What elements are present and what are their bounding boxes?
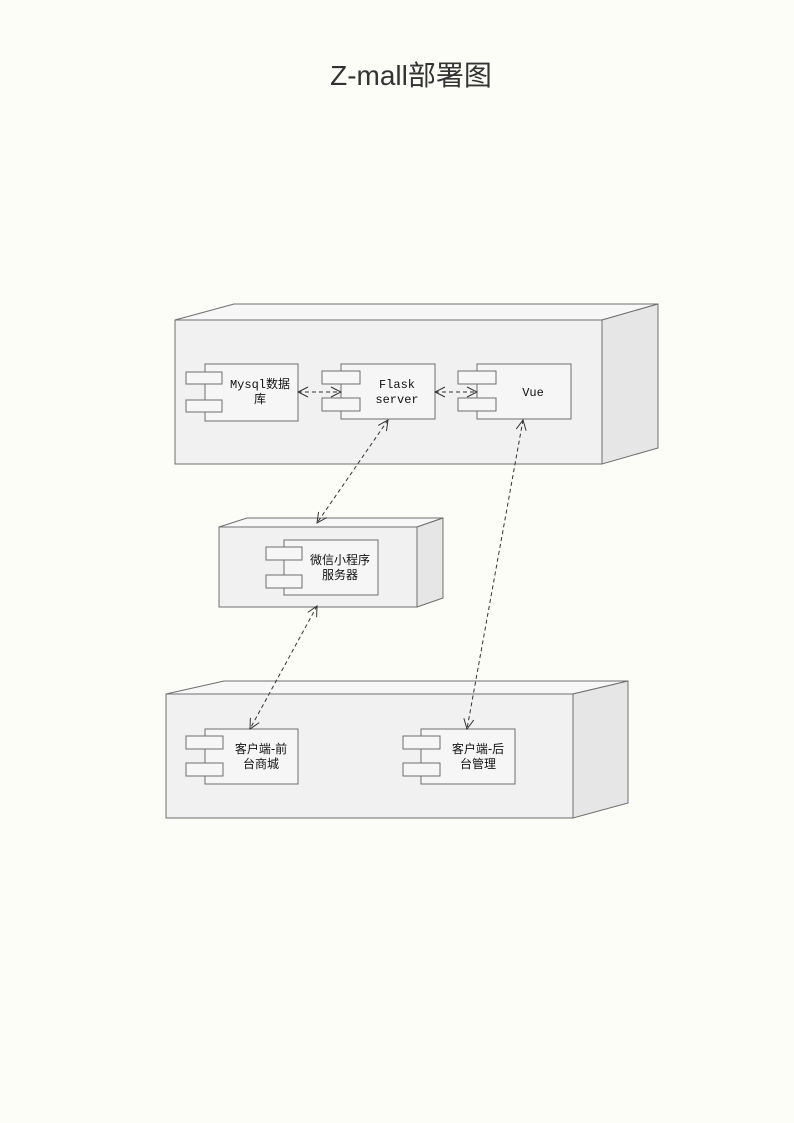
mysql-label-line1: Mysql数据 [230,376,290,392]
frontend-label-line2: 台商城 [243,756,279,771]
wechat-component-port-bottom [265,574,303,589]
server-node-side [601,303,659,465]
vue-component-port-bottom [457,397,497,412]
wechat-node-side [416,517,444,608]
frontend-component-port-top [185,735,224,750]
vue-label-line1: Vue [522,386,544,400]
wechat-label-line1: 微信小程序 [310,552,370,567]
connector-wechat-frontend[interactable] [250,606,317,729]
wechat-component-port-top [265,546,303,561]
mysql-label-line2: 库 [254,391,266,407]
backend-component[interactable]: 客户端-后 台管理 [402,728,516,785]
backend-label-line1: 客户端-后 [452,741,504,756]
vue-component[interactable]: Vue [457,363,572,420]
frontend-component[interactable]: 客户端-前 台商城 [185,728,299,785]
mysql-component-port-top [185,371,223,385]
vue-component-port-top [457,370,497,385]
flask-component[interactable]: Flask server [321,363,436,420]
page-title: Z-mall部署图 [330,60,492,91]
mysql-component-port-bottom [185,399,223,413]
wechat-label-line2: 服务器 [322,567,358,582]
flask-component-port-top [321,370,361,385]
flask-label-line1: Flask [379,378,415,392]
client-node-side [572,680,629,819]
backend-component-port-top [402,735,441,750]
flask-label-line2: server [375,393,418,407]
client-node-top [165,680,629,695]
backend-label-line2: 台管理 [460,756,496,771]
frontend-label-line1: 客户端-前 [235,741,287,756]
frontend-component-port-bottom [185,762,224,777]
server-node-top [174,303,659,321]
wechat-component[interactable]: 微信小程序 服务器 [265,539,379,596]
wechat-node-top [218,517,444,528]
mysql-component[interactable]: Mysql数据 库 [185,363,299,422]
flask-component-port-bottom [321,397,361,412]
connector-vue-backend[interactable] [467,420,523,729]
backend-component-port-bottom [402,762,441,777]
